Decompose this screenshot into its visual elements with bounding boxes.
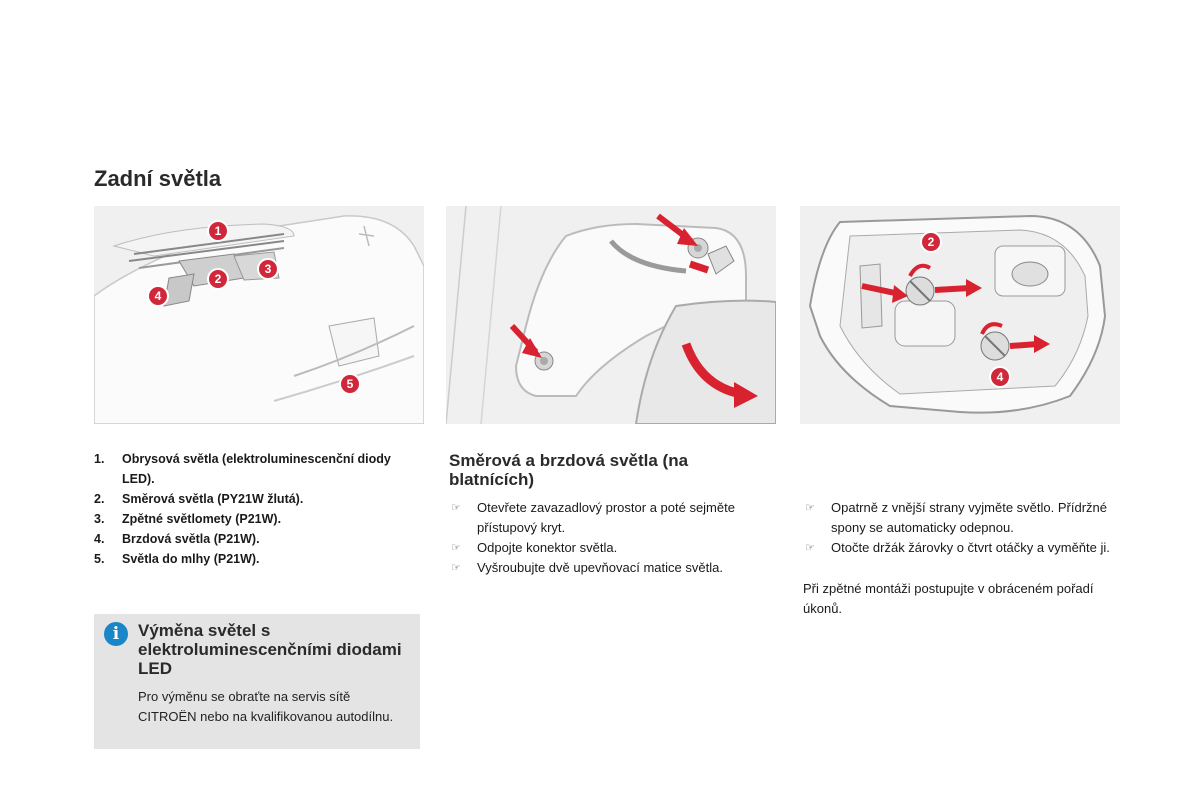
figure-rear-lights-overview: 1 2 3 4 5 (94, 206, 424, 424)
figure-trunk-access (446, 206, 776, 424)
pointing-hand-icon: ☞ (451, 542, 461, 554)
lights-legend: 1.Obrysová světla (elektroluminescenční … (94, 449, 414, 569)
callout-badge-icon (920, 231, 942, 253)
figure-lamp-unit: 2 4 (800, 206, 1120, 424)
legend-item: 4.Brzdová světla (P21W). (94, 532, 260, 546)
callout-3: 3 (257, 258, 279, 280)
legend-item: 1.Obrysová světla (elektroluminescenční … (94, 452, 391, 486)
step-item: ☞Otevřete zavazadlový prostor a poté sej… (449, 498, 789, 538)
callout-4: 4 (989, 366, 1011, 388)
step-item: ☞Odpojte konektor světla. (449, 538, 789, 558)
callout-badge-icon (147, 285, 169, 307)
steps-right: ☞Opatrně z vnější strany vyjměte světlo.… (803, 498, 1143, 558)
callout-badge-icon (257, 258, 279, 280)
section-title: Směrová a brzdová světla (na blatnících) (449, 451, 689, 489)
callout-2: 2 (920, 231, 942, 253)
lamp-unit-illustration (800, 206, 1120, 424)
closing-note: Při zpětné montáži postupujte v obrácené… (803, 581, 1094, 616)
step-item: ☞Otočte držák žárovky o čtvrt otáčky a v… (803, 538, 1143, 558)
callout-badge-icon (989, 366, 1011, 388)
callout-badge-icon (207, 268, 229, 290)
info-icon: i (104, 622, 128, 646)
pointing-hand-icon: ☞ (805, 542, 815, 554)
callout-2: 2 (207, 268, 229, 290)
legend-item: 3.Zpětné světlomety (P21W). (94, 512, 282, 526)
info-box-title: Výměna světel s elektroluminescenčními d… (138, 621, 402, 678)
legend-item: 2.Směrová světla (PY21W žlutá). (94, 492, 304, 506)
callout-badge-icon (339, 373, 361, 395)
steps-left: ☞Otevřete zavazadlový prostor a poté sej… (449, 498, 789, 578)
trunk-cover-illustration (446, 206, 776, 424)
page-title: Zadní světla (94, 166, 222, 191)
pointing-hand-icon: ☞ (451, 502, 461, 514)
callout-1: 1 (207, 220, 229, 242)
callout-badge-icon (207, 220, 229, 242)
step-item: ☞Opatrně z vnější strany vyjměte světlo.… (803, 498, 1143, 538)
rear-car-illustration (94, 206, 424, 424)
info-box: i Výměna světel s elektroluminescenčními… (94, 614, 420, 749)
legend-item: 5.Světla do mlhy (P21W). (94, 552, 260, 566)
callout-4: 4 (147, 285, 169, 307)
step-item: ☞Vyšroubujte dvě upevňovací matice světl… (449, 558, 789, 578)
callout-5: 5 (339, 373, 361, 395)
info-box-text: Pro výměnu se obraťte na servis sítě CIT… (138, 689, 394, 724)
pointing-hand-icon: ☞ (805, 502, 815, 514)
pointing-hand-icon: ☞ (451, 562, 461, 574)
